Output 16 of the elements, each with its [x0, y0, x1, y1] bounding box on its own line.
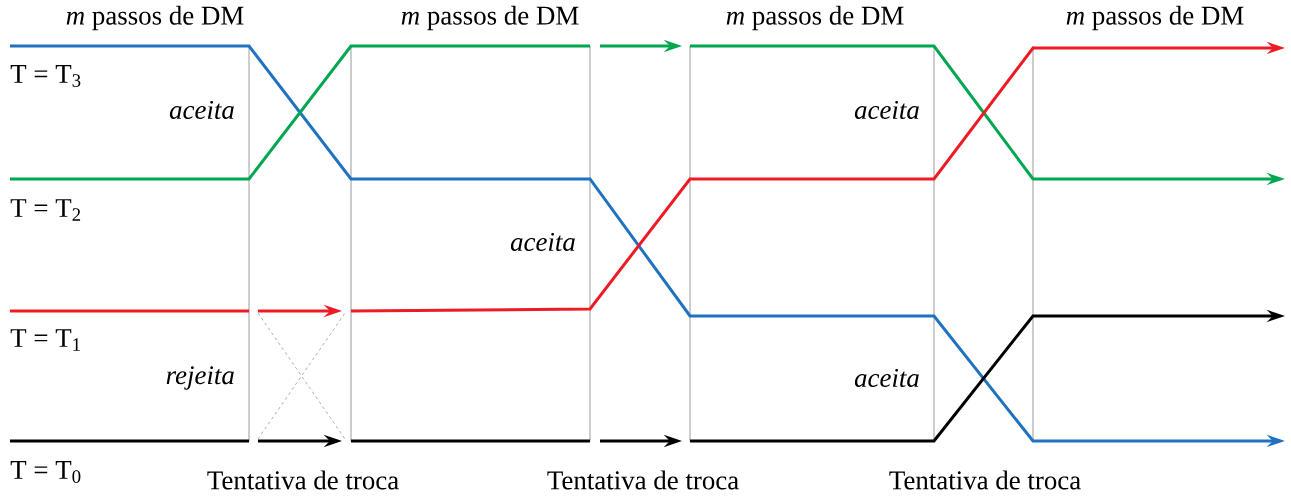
swap-result-label: aceita — [169, 100, 234, 120]
temperature-label: T = T$_{1}$ — [10, 329, 80, 351]
column-heading: m passos de DM — [1066, 5, 1244, 31]
temperature-label: T = T$_{2}$ — [10, 199, 81, 221]
swap-result-label: aceita — [854, 368, 919, 388]
swap-result-label: aceita — [854, 100, 919, 120]
swap-attempt-label: Tentativa de troca — [547, 470, 739, 490]
temperature-label: T = T$_{3}$ — [10, 65, 81, 87]
column-heading: m passos de DM — [401, 5, 579, 31]
column-heading: m passos de DM — [66, 5, 244, 31]
swap-result-label: rejeita — [166, 366, 234, 390]
swap-result-label: aceita — [510, 232, 575, 252]
swap-attempt-label: Tentativa de troca — [207, 470, 399, 490]
swap-attempt-label: Tentativa de troca — [889, 470, 1081, 490]
temperature-label: T = T$_{0}$ — [10, 461, 81, 483]
column-heading: m passos de DM — [726, 5, 904, 31]
